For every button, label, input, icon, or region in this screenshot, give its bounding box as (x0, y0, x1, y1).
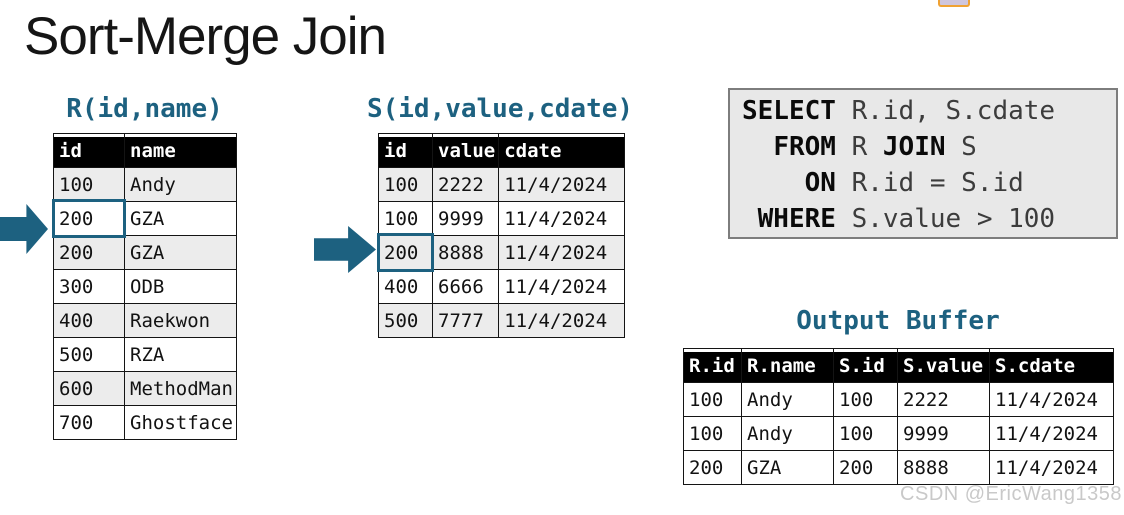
sql-query-text: SELECT R.id, S.cdate FROM R JOIN S ON R.… (742, 96, 1056, 234)
table-cell: GZA (124, 201, 237, 236)
header-cell: name (124, 133, 237, 168)
table-cell: 100 (378, 167, 433, 202)
row-pointer-arrow-s (314, 226, 376, 273)
table-cell: 11/4/2024 (498, 269, 626, 304)
table-cell: 100 (683, 382, 742, 417)
table-cell: 11/4/2024 (989, 382, 1114, 417)
table-cell: Andy (124, 167, 237, 202)
table-cell: 100 (833, 382, 898, 417)
table-r-label: R(id,name) (66, 94, 223, 124)
row-pointer-arrow-r (0, 204, 48, 254)
table-cell: 300 (53, 269, 125, 304)
table-cell: 100 (53, 167, 125, 202)
table-cell: Ghostface (124, 405, 237, 440)
header-cell: S.id (833, 348, 898, 383)
header-cell: S.cdate (989, 348, 1114, 383)
table-cell: 600 (53, 371, 125, 406)
table-cell: 6666 (431, 269, 500, 304)
sql-keyword: JOIN (882, 132, 946, 162)
table-cell: GZA (741, 450, 834, 485)
table-s-label: S(id,value,cdate) (366, 94, 634, 124)
watermark: CSDN @EricWang1358 (900, 483, 1122, 505)
sql-keyword: ON (804, 168, 836, 198)
header-cell: id (53, 133, 125, 168)
header-cell: value (431, 133, 500, 168)
table-cell: 100 (683, 416, 742, 451)
table-cell: 700 (53, 405, 125, 440)
table-cell: 11/4/2024 (498, 167, 626, 202)
table-cell: 11/4/2024 (989, 450, 1114, 485)
table-cell: 7777 (431, 303, 500, 338)
table-cell: 200 (833, 450, 898, 485)
table-cell: 500 (53, 337, 125, 372)
header-cell: S.value (897, 348, 990, 383)
table-cell: RZA (124, 337, 237, 372)
highlighted-cell: 200 (52, 199, 127, 239)
header-cell: cdate (498, 133, 626, 168)
sql-keyword: SELECT (742, 96, 836, 126)
table-cell: 11/4/2024 (989, 416, 1114, 451)
table-cell: 11/4/2024 (498, 201, 626, 236)
sql-keyword: FROM (773, 132, 836, 162)
header-cell: R.name (741, 348, 834, 383)
table-cell: 9999 (431, 201, 500, 236)
sql-keyword: WHERE (757, 204, 836, 234)
table-cell: 200 (683, 450, 742, 485)
table-cell: 2222 (897, 382, 990, 417)
table-cell: 2222 (431, 167, 500, 202)
table-cell: 400 (53, 303, 125, 338)
table-cell: 500 (378, 303, 433, 338)
table-cell: ODB (124, 269, 237, 304)
table-cell: MethodMan (124, 371, 237, 406)
sql-query-box: SELECT R.id, S.cdate FROM R JOIN S ON R.… (728, 88, 1118, 239)
table-cell: 8888 (897, 450, 990, 485)
table-cell: 11/4/2024 (498, 303, 626, 338)
table-cell: GZA (124, 235, 237, 270)
table-cell: 100 (833, 416, 898, 451)
table-cell: Raekwon (124, 303, 237, 338)
header-cell: id (378, 133, 433, 168)
table-cell: Andy (741, 382, 834, 417)
table-cell: 400 (378, 269, 433, 304)
output-buffer-label: Output Buffer (796, 306, 1000, 336)
table-cell: Andy (741, 416, 834, 451)
table-cell: 100 (378, 201, 433, 236)
table-cell: 8888 (431, 235, 500, 270)
table-cell: 11/4/2024 (498, 235, 626, 270)
table-cell: 200 (53, 235, 125, 270)
header-cell: R.id (683, 348, 742, 383)
clipped-shape-icon (938, 0, 970, 7)
highlighted-cell: 200 (377, 233, 435, 273)
table-cell: 9999 (897, 416, 990, 451)
page-title: Sort-Merge Join (24, 7, 387, 66)
